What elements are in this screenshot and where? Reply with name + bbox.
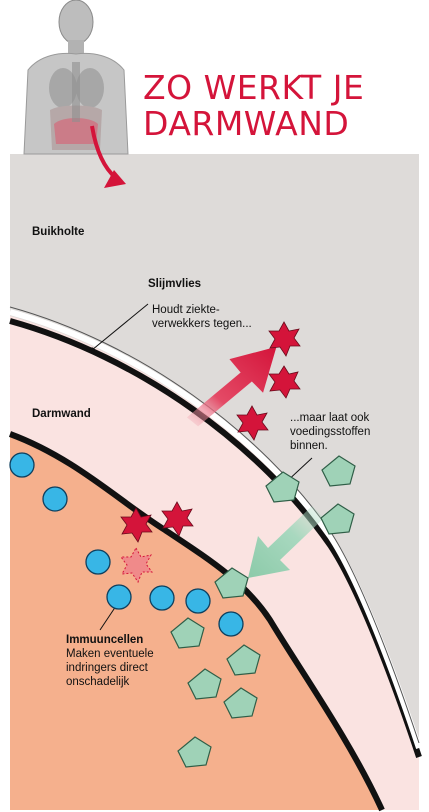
nutrient-shape (320, 503, 355, 535)
page-title: ZO WERKT JE DARMWAND (143, 70, 423, 142)
pathogen-star (268, 321, 301, 357)
mucosa-pointer (91, 303, 149, 351)
pathogens (120, 321, 301, 543)
nutrient-shape (214, 567, 249, 599)
nutrient-shape (321, 455, 356, 487)
pathogen-star (236, 405, 269, 441)
immune-cell (106, 584, 132, 610)
pathogen-star (268, 365, 301, 399)
immune-cell (185, 588, 211, 614)
immune-cell (42, 486, 68, 512)
mucosa-title: Slijmvlies (148, 278, 202, 290)
abdomen-label: Buikholte (32, 226, 85, 238)
title-line-2: DARMWAND (143, 104, 350, 143)
mucosa-description: Houdt ziekte- verwekkers tegen... (152, 304, 252, 330)
nutrients-description: ...maar laat ook voedingsstoffen binnen. (290, 412, 371, 452)
nutrient-shape (177, 736, 212, 768)
nutrient-shape (187, 668, 222, 700)
title-line-1: ZO WERKT JE (143, 68, 365, 107)
immune-title: Immuuncellen (66, 634, 144, 646)
immune-cell (9, 452, 35, 478)
nutrient-shape (223, 687, 258, 719)
immune-cell (85, 549, 111, 575)
nutrient-shape (226, 644, 261, 676)
human-torso-illustration (23, 0, 129, 155)
wall-label: Darmwand (32, 408, 91, 420)
immune-cells (9, 452, 244, 637)
immune-cell (218, 611, 244, 637)
pathogen-star (161, 501, 194, 537)
nutrients (170, 455, 356, 768)
blocked-arrow (186, 346, 277, 427)
immune-cell (149, 585, 175, 611)
tissue-layer (10, 434, 382, 810)
nutrient-arrow (248, 506, 324, 578)
nutrient-shape (170, 617, 205, 649)
immune-description: Maken eventuele indringers direct onscha… (66, 648, 154, 688)
nutrient-shape (265, 471, 300, 503)
neutralized-pathogen (120, 546, 153, 584)
pathogen-star (120, 507, 153, 543)
